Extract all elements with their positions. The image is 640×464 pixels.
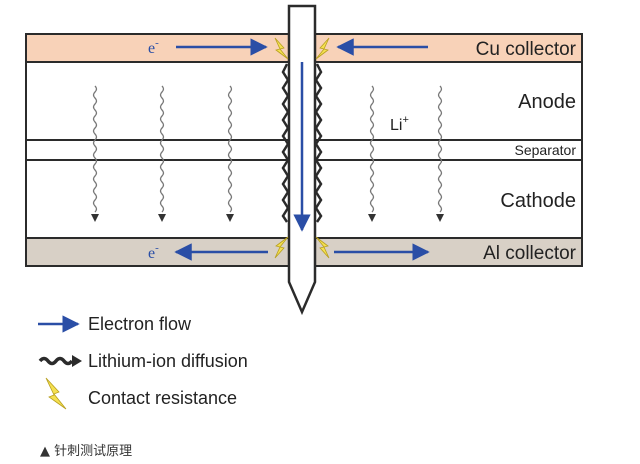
legend-diffusion-label: Lithium-ion diffusion: [88, 351, 248, 371]
legend-contact-resistance-label: Contact resistance: [88, 388, 237, 408]
anode-label: Anode: [518, 91, 576, 113]
lightning-icon: [315, 236, 330, 259]
lightning-icon: [274, 236, 289, 259]
diffusion-wave-2: [159, 85, 165, 213]
lithium-ion-diffusion-arrows: [91, 85, 444, 222]
diffusion-arrowhead-2: [158, 214, 166, 222]
cathode-label: Cathode: [500, 190, 576, 212]
legend-diffusion-arrowhead: [72, 355, 82, 367]
diffusion-wave-4: [369, 85, 375, 213]
legend: Electron flow Lithium-ion diffusion Cont…: [38, 314, 248, 410]
li-ion-label: Li+: [390, 114, 409, 134]
cu-collector-label: Cu collector: [476, 39, 577, 60]
legend-lightning-icon: [45, 377, 67, 410]
separator-label: Separator: [515, 142, 577, 158]
diffusion-arrowhead-5: [436, 214, 444, 222]
diffusion-wave-5: [437, 85, 443, 213]
electron-label-cu: e-: [148, 37, 159, 57]
legend-electron-flow-label: Electron flow: [88, 314, 192, 334]
legend-diffusion-icon: [38, 356, 74, 366]
electron-label-al: e-: [148, 242, 159, 262]
lightning-icon: [274, 37, 289, 60]
diffusion-wave-1: [92, 85, 98, 213]
diffusion-arrowhead-4: [368, 214, 376, 222]
diffusion-wave-3: [227, 85, 233, 213]
diffusion-arrowhead-1: [91, 214, 99, 222]
diffusion-arrowhead-3: [226, 214, 234, 222]
figure-caption: ▲ 针刺测试原理: [40, 444, 133, 459]
lightning-icon: [315, 37, 330, 60]
contact-resistance-markers: [274, 37, 330, 259]
al-collector-label: Al collector: [483, 243, 577, 264]
